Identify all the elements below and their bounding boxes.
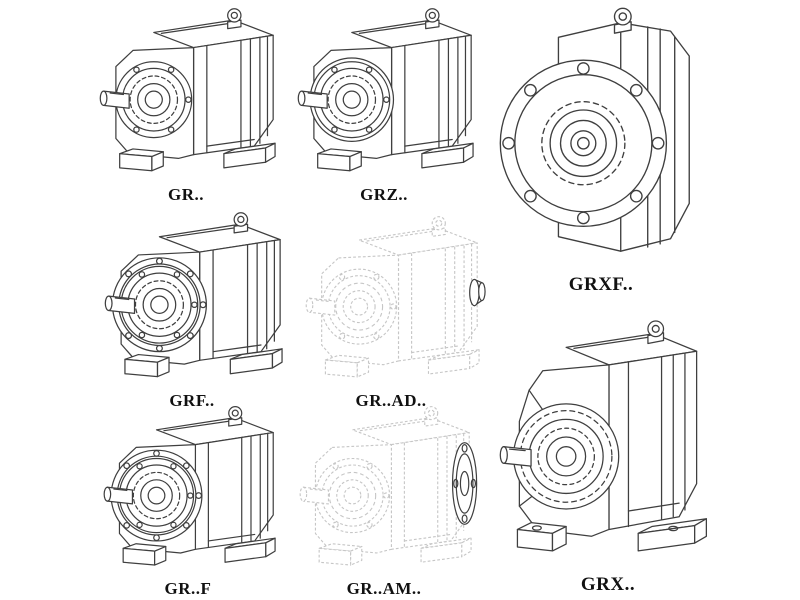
model-label-grx: GRX.. (580, 574, 636, 595)
product-cell-grad: GR..AD.. (292, 212, 490, 412)
model-label-grad: GR..AD.. (355, 391, 427, 410)
gear-reducer-drawing-grad-phantom (292, 212, 486, 390)
gear-reducer-drawing-grz (288, 4, 480, 184)
model-label-gram: GR..AM.. (346, 579, 422, 598)
model-label-grxf: GRXF.. (568, 274, 634, 295)
product-cell-gr: GR.. (88, 4, 284, 206)
model-label-grf: GRF.. (169, 391, 215, 410)
product-cell-grf-foot: GR..F (92, 402, 284, 600)
model-label-gr: GR.. (168, 185, 204, 204)
model-label-grf-foot: GR..F (164, 579, 212, 598)
gear-reducer-drawing-grx (499, 320, 707, 552)
gear-reducer-drawing-gram-phantom (290, 402, 478, 578)
model-label-grz: GRZ.. (360, 185, 408, 204)
gear-reducer-drawing-grf-foot (92, 402, 284, 578)
product-cell-grxf: GRXF.. (492, 0, 710, 296)
gear-reducer-drawing-grf (94, 208, 290, 390)
product-cell-gram: GR..AM.. (290, 402, 478, 600)
gear-reducer-drawing-gr (88, 4, 284, 184)
product-cell-grf: GRF.. (94, 208, 290, 412)
gear-reducer-drawing-grxf (499, 7, 690, 252)
product-cell-grz: GRZ.. (288, 4, 480, 206)
product-cell-grx: GRX.. (496, 296, 720, 596)
